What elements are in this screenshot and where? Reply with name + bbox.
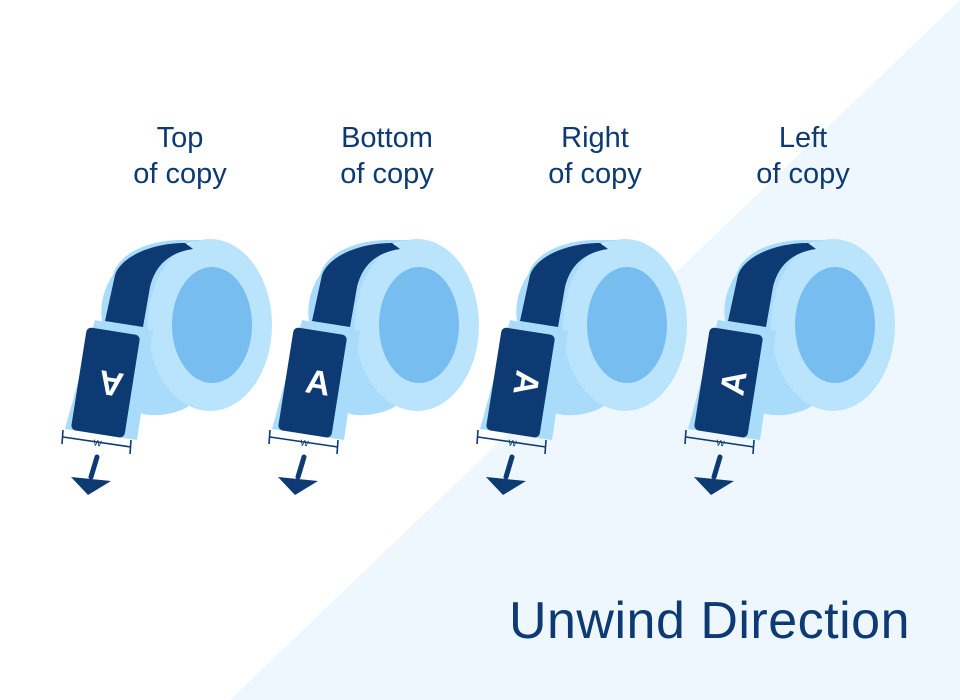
width-label: w — [92, 436, 103, 449]
width-tick-left — [268, 429, 271, 445]
roll-label-line1: Left — [778, 122, 828, 154]
width-tick-right — [544, 439, 547, 455]
label-letter: A — [303, 362, 333, 403]
label-on-roll — [312, 243, 400, 327]
roll-label-left-of-copy: Left of copy — [703, 120, 903, 192]
unwound-label — [71, 327, 140, 438]
roll-label-line1: Top — [156, 122, 204, 154]
width-dimension-line — [477, 436, 547, 448]
roll-label-right-of-copy: Right of copy — [495, 120, 695, 192]
width-label: w — [299, 436, 310, 449]
width-tick-left — [476, 429, 479, 445]
label-roll-top-of-copy: Aw — [61, 239, 272, 495]
unwound-label — [486, 327, 555, 438]
unwind-arrow-head — [71, 477, 111, 495]
width-dimension-line — [269, 436, 339, 448]
roll-label-line1: Bottom — [341, 122, 433, 154]
unwind-arrow-head — [694, 477, 734, 495]
roll-label-bottom-of-copy: Bottom of copy — [287, 120, 487, 192]
width-tick-right — [752, 439, 755, 455]
unwind-arrow-shaft — [711, 454, 723, 480]
label-on-roll — [728, 243, 816, 327]
roll-label-line2: of copy — [340, 158, 434, 190]
roll-core — [587, 267, 667, 383]
width-dimension-line — [685, 436, 755, 448]
label-on-roll — [105, 243, 193, 327]
width-tick-left — [61, 429, 64, 445]
width-tick-right — [129, 439, 132, 455]
roll-core — [379, 267, 459, 383]
unwind-arrow-head — [486, 477, 526, 495]
unwind-arrow-shaft — [88, 454, 100, 480]
width-dimension-line — [62, 436, 132, 448]
roll-label-line2: of copy — [756, 158, 850, 190]
width-label: w — [507, 436, 518, 449]
roll-core — [172, 267, 252, 383]
unwound-label — [278, 327, 347, 438]
width-tick-right — [336, 439, 339, 455]
unwind-arrow-head — [278, 477, 318, 495]
label-letter: A — [96, 362, 126, 403]
width-label: w — [715, 436, 726, 449]
label-roll-right-of-copy: Aw — [476, 239, 687, 495]
label-letter: A — [505, 368, 546, 398]
unwound-label — [694, 327, 763, 438]
roll-core — [795, 267, 875, 383]
roll-label-line2: of copy — [133, 158, 227, 190]
label-roll-left-of-copy: Aw — [684, 239, 895, 495]
width-tick-left — [684, 429, 687, 445]
roll-label-line2: of copy — [548, 158, 642, 190]
roll-label-top-of-copy: Top of copy — [80, 120, 280, 192]
unwind-arrow-shaft — [503, 454, 515, 480]
roll-label-line1: Right — [561, 122, 629, 154]
label-on-roll — [520, 243, 608, 327]
label-letter: A — [713, 368, 754, 398]
page-title: Unwind Direction — [508, 592, 910, 650]
unwind-arrow-shaft — [295, 454, 307, 480]
label-roll-bottom-of-copy: Aw — [268, 239, 479, 495]
